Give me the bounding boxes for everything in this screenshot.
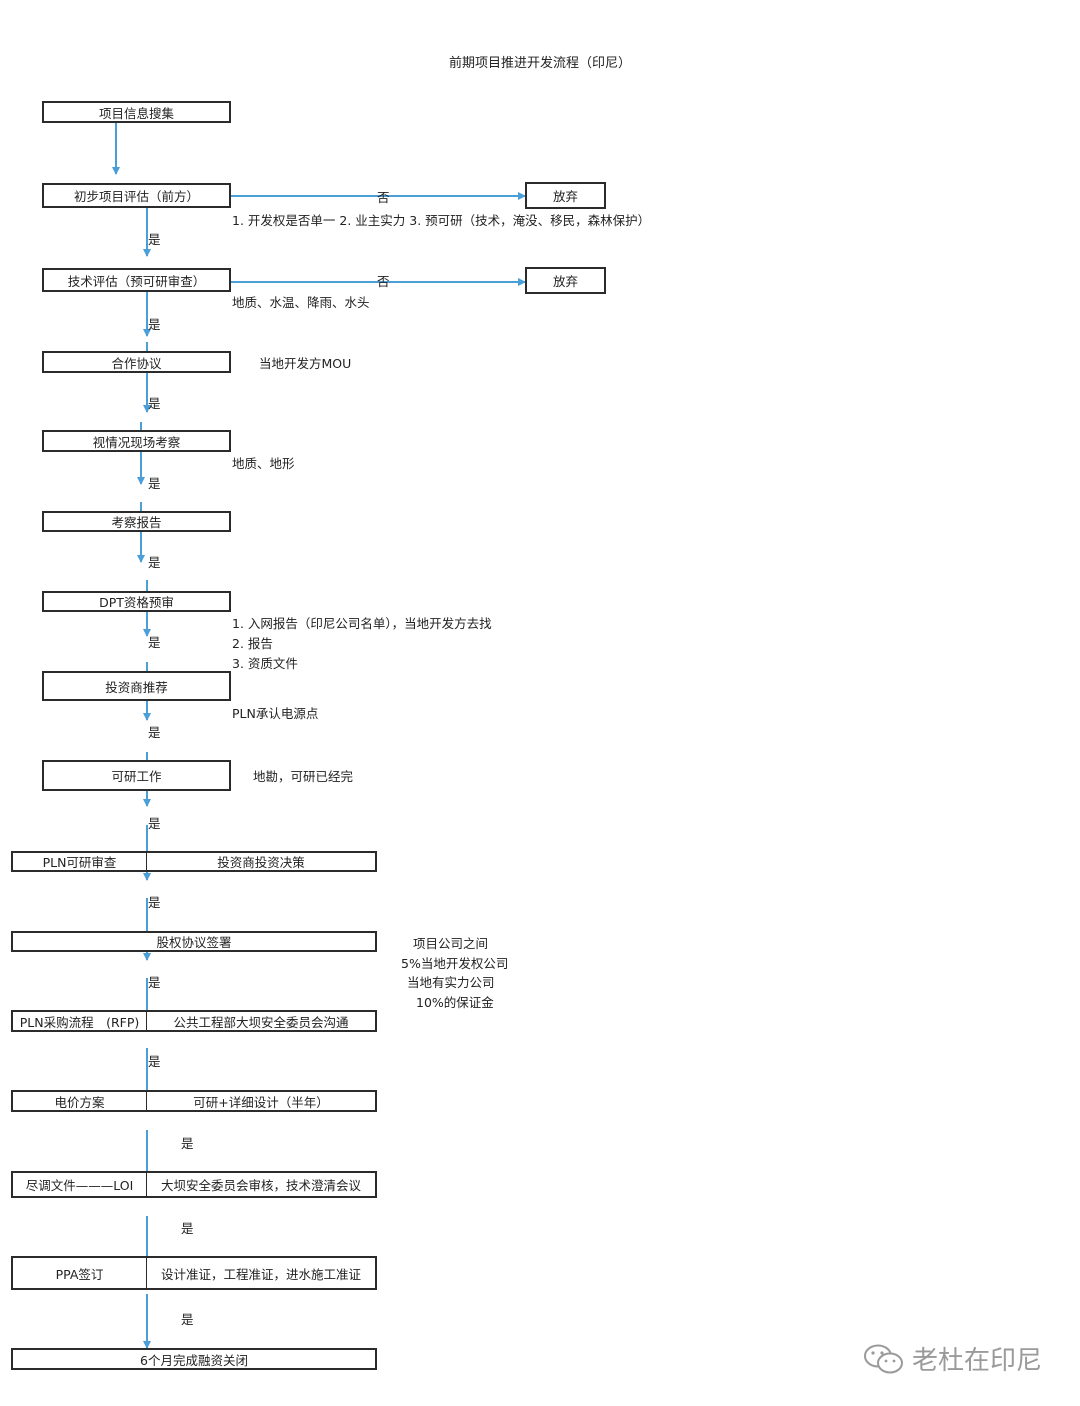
- note-pln-power-source: PLN承认电源点: [232, 706, 319, 721]
- step-label: DPT资格预审: [99, 595, 174, 610]
- step-label: 投资商推荐: [105, 679, 168, 695]
- no-label: 否: [377, 190, 390, 205]
- step-tariff-plan: 电价方案 可研+详细设计（半年）: [11, 1090, 377, 1112]
- yes-label: 是: [148, 232, 161, 247]
- step-inspection-report: 考察报告: [42, 511, 231, 532]
- note-preliminary-criteria: 1. 开发权是否单一 2. 业主实力 3. 预可研（技术，淹没、移民，森林保护）: [232, 213, 651, 228]
- reject-label: 放弃: [552, 189, 578, 204]
- note-survey-done: 地勘，可研已经完: [253, 769, 354, 784]
- step-cell-right: 设计准证，工程准证，进水施工准证: [160, 1266, 361, 1282]
- step-cell-right: 公共工程部大坝安全委员会沟通: [173, 1014, 349, 1030]
- step-label: 考察报告: [111, 515, 162, 530]
- note-equity-4: 10%的保证金: [416, 995, 494, 1010]
- no-label: 否: [377, 274, 390, 289]
- note-equity-2: 5%当地开发权公司: [401, 956, 509, 971]
- step-label: 股权协议签署: [156, 935, 232, 950]
- step-cell-left: 电价方案: [13, 1092, 147, 1110]
- step-financial-close: 6个月完成融资关闭: [11, 1348, 377, 1370]
- step-investor-recommendation: 投资商推荐: [42, 671, 231, 701]
- note-mou: 当地开发方MOU: [259, 356, 352, 371]
- step-label: 合作协议: [111, 355, 162, 371]
- yes-label: 是: [148, 555, 161, 570]
- yes-label: 是: [148, 635, 161, 650]
- step-cooperation-agreement: 合作协议: [42, 351, 231, 373]
- note-equity-3: 当地有实力公司: [407, 975, 495, 990]
- step-label: 初步项目评估（前方）: [73, 189, 199, 204]
- step-ppa-signing: PPA签订 设计准证，工程准证，进水施工准证: [11, 1256, 377, 1290]
- step-due-diligence-loi: 尽调文件———LOI 大坝安全委员会审核，技术澄清会议: [11, 1171, 377, 1198]
- yes-label: 是: [148, 476, 161, 491]
- yes-label: 是: [148, 816, 161, 831]
- reject-label: 放弃: [552, 274, 578, 289]
- note-dpt-item-2: 2. 报告: [232, 636, 273, 651]
- reject-box: 放弃: [525, 267, 606, 294]
- step-cell-right: 投资商投资决策: [217, 855, 305, 870]
- step-pln-procurement: PLN采购流程 (RFP) 公共工程部大坝安全委员会沟通: [11, 1010, 377, 1032]
- note-site-geology: 地质、地形: [232, 456, 295, 471]
- yes-label: 是: [148, 1054, 161, 1069]
- step-label: 技术评估（预可研审查）: [67, 273, 206, 289]
- step-equity-agreement: 股权协议签署: [11, 931, 377, 952]
- reject-box: 放弃: [525, 182, 606, 209]
- yes-label: 是: [181, 1136, 194, 1151]
- yes-label: 是: [148, 975, 161, 990]
- note-dpt-item-1: 1. 入网报告（印尼公司名单），当地开发方去找: [232, 616, 492, 631]
- step-cell-left: PLN可研审查: [13, 853, 147, 870]
- yes-label: 是: [148, 396, 161, 411]
- yes-label: 是: [181, 1312, 194, 1327]
- step-cell-right: 可研+详细设计（半年）: [193, 1094, 329, 1110]
- step-cell-left: 尽调文件———LOI: [13, 1173, 147, 1196]
- step-label: 视情况现场考察: [92, 434, 181, 450]
- step-cell-left: PLN采购流程 (RFP): [13, 1012, 147, 1030]
- step-label: 项目信息搜集: [98, 105, 174, 121]
- step-info-collection: 项目信息搜集: [42, 101, 231, 123]
- step-label: 可研工作: [111, 769, 162, 784]
- watermark: 老杜在印尼: [862, 1340, 1042, 1377]
- page-title: 前期项目推进开发流程（印尼）: [448, 56, 631, 71]
- step-technical-evaluation: 技术评估（预可研审查）: [42, 268, 231, 292]
- step-pln-review-investment-decision: PLN可研审查 投资商投资决策: [11, 851, 377, 872]
- wechat-icon: [864, 1344, 903, 1373]
- step-label: 6个月完成融资关闭: [140, 1352, 248, 1368]
- step-cell-right: 大坝安全委员会审核，技术澄清会议: [160, 1178, 361, 1193]
- yes-label: 是: [148, 725, 161, 740]
- step-preliminary-evaluation: 初步项目评估（前方）: [42, 183, 231, 208]
- note-technical-criteria: 地质、水温、降雨、水头: [232, 295, 370, 310]
- yes-label: 是: [148, 895, 161, 910]
- step-feasibility-study: 可研工作: [42, 760, 231, 791]
- note-equity-1: 项目公司之间: [413, 936, 489, 951]
- note-dpt-item-3: 3. 资质文件: [232, 656, 298, 671]
- step-site-inspection: 视情况现场考察: [42, 430, 231, 452]
- watermark-text: 老杜在印尼: [912, 1346, 1043, 1376]
- yes-label: 是: [181, 1221, 194, 1236]
- step-cell-left: PPA签订: [13, 1258, 147, 1288]
- step-dpt-prequalification: DPT资格预审: [42, 591, 231, 612]
- yes-label: 是: [148, 317, 161, 332]
